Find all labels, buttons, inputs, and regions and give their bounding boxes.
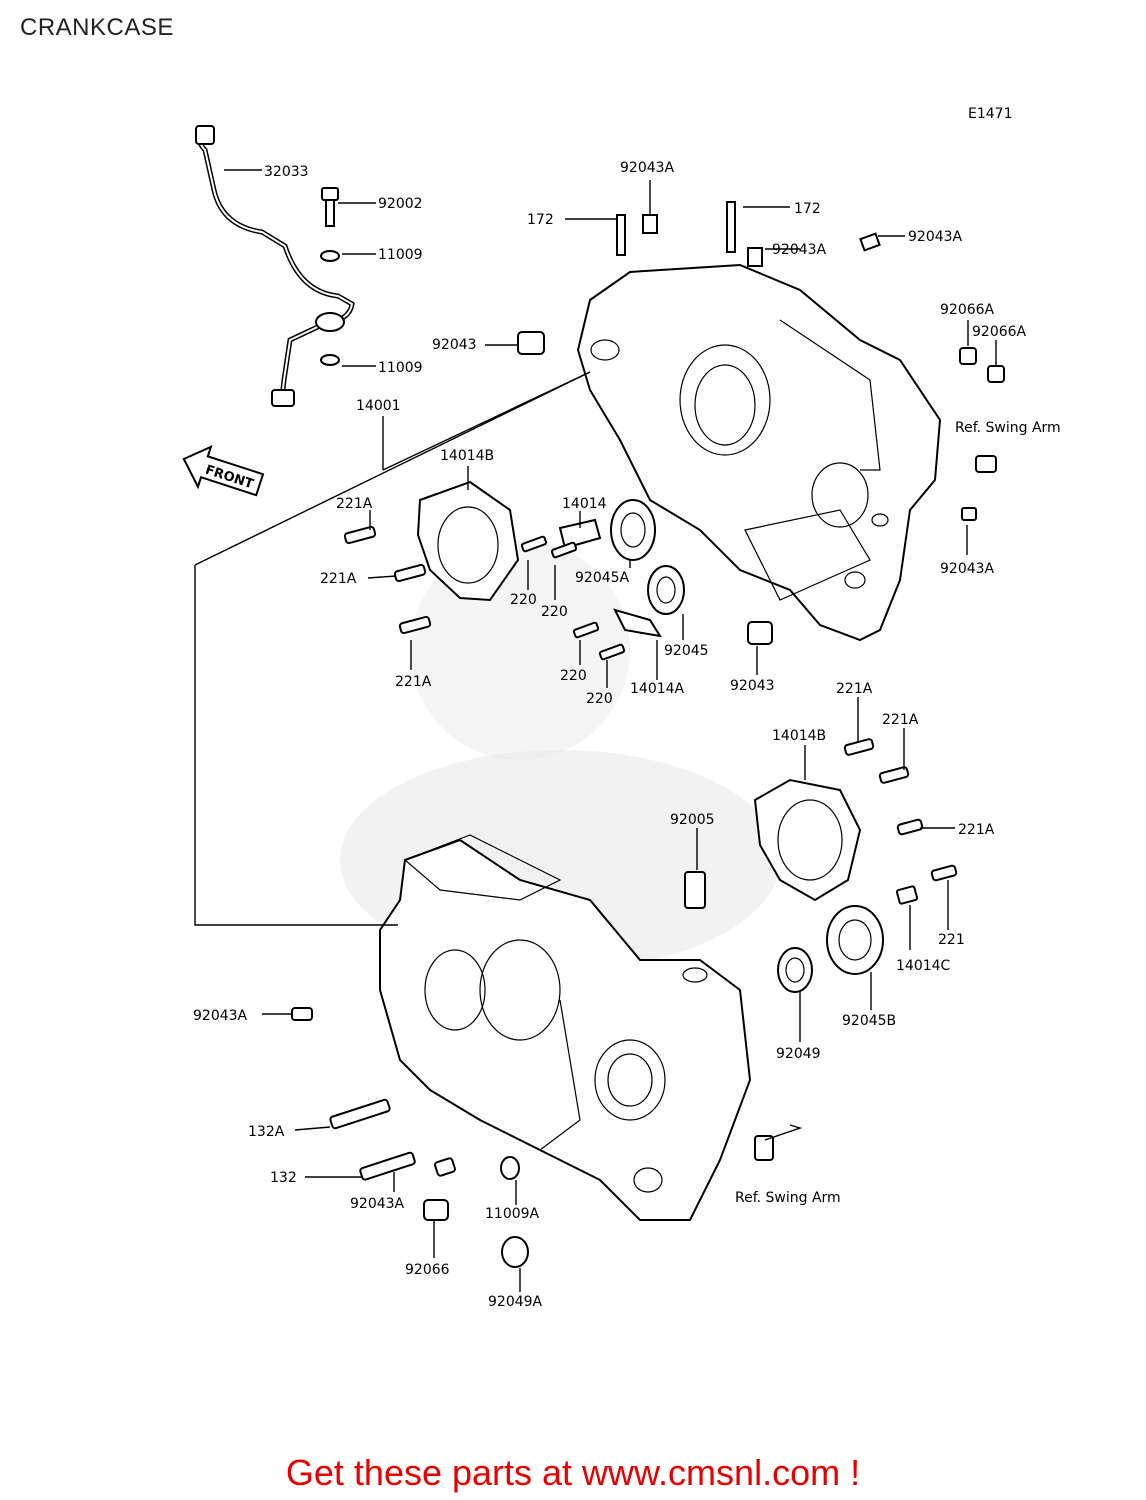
- callout-92066a-2: 92066A: [972, 324, 1027, 340]
- callout-14001: 14001: [356, 398, 401, 414]
- washer-part: [320, 250, 340, 262]
- callout-92049a: 92049A: [488, 1294, 543, 1310]
- callout-172-2: 172: [794, 201, 821, 217]
- footer-link-text[interactable]: Get these parts at www.cmsnl.com !: [285, 1452, 861, 1493]
- callout-11009a: 11009A: [485, 1206, 540, 1222]
- callout-92066: 92066: [405, 1262, 450, 1278]
- callout-220-1: 220: [510, 592, 537, 608]
- callout-132a: 132A: [248, 1124, 285, 1140]
- lower-crankcase-part: [379, 834, 752, 1221]
- callout-92045b: 92045B: [842, 1013, 896, 1029]
- banjo-bolt-part: [321, 187, 339, 227]
- bearing-part: [610, 499, 656, 561]
- callout-92043a-4: 92043A: [940, 561, 995, 577]
- oil-seal-part: [777, 947, 813, 993]
- callout-92049: 92049: [776, 1046, 821, 1062]
- oil-pipe-part: [195, 125, 355, 407]
- gasket-part: [753, 778, 862, 902]
- bearing-part: [826, 905, 884, 975]
- callout-14014b-lower: 14014B: [772, 728, 826, 744]
- diagram-code: E1471: [968, 106, 1012, 122]
- callout-92043-upper: 92043: [432, 337, 477, 353]
- callout-11009-lower: 11009: [378, 360, 423, 376]
- callout-14014c: 14014C: [896, 958, 951, 974]
- callout-ref-swing-arm-2: Ref. Swing Arm: [735, 1190, 841, 1206]
- callout-92045a: 92045A: [575, 570, 630, 586]
- callout-92043a-2: 92043A: [772, 242, 827, 258]
- callout-92043a-lower-2: 92043A: [350, 1196, 405, 1212]
- callout-172-1: 172: [527, 212, 554, 228]
- callout-32033: 32033: [264, 164, 309, 180]
- washer-part: [320, 354, 340, 366]
- callout-221: 221: [938, 932, 965, 948]
- front-arrow-icon: FRONT: [182, 444, 265, 497]
- callout-221a-5: 221A: [882, 712, 919, 728]
- callout-92045: 92045: [664, 643, 709, 659]
- callout-92043a-3: 92043A: [908, 229, 963, 245]
- small-hardware-parts: [291, 201, 1005, 1268]
- callout-92043a-lower: 92043A: [193, 1008, 248, 1024]
- callout-220-3: 220: [560, 668, 587, 684]
- callout-221a-4: 221A: [836, 681, 873, 697]
- plate-part: [558, 518, 602, 550]
- callout-14014: 14014: [562, 496, 607, 512]
- page-title: CRANKCASE: [20, 14, 174, 41]
- gasket-part: [416, 480, 520, 602]
- callout-14014a: 14014A: [630, 681, 685, 697]
- callout-221a-3: 221A: [395, 674, 432, 690]
- plate-part: [613, 608, 663, 638]
- callout-132: 132: [270, 1170, 297, 1186]
- callout-221a-1: 221A: [336, 496, 373, 512]
- callout-221a-2: 221A: [320, 571, 357, 587]
- callout-labels: 32033 92002 11009 11009 14001 14014B 221…: [193, 160, 1061, 1310]
- callout-220-2: 220: [541, 604, 568, 620]
- callout-92043-mid: 92043: [730, 678, 775, 694]
- callout-11009-upper: 11009: [378, 247, 423, 263]
- callout-14014b-upper: 14014B: [440, 448, 494, 464]
- callout-220-4: 220: [586, 691, 613, 707]
- callout-92002: 92002: [378, 196, 423, 212]
- upper-crankcase-part: [576, 263, 942, 642]
- callout-92043a-1: 92043A: [620, 160, 675, 176]
- callout-92005: 92005: [670, 812, 715, 828]
- callout-92066a-1: 92066A: [940, 302, 995, 318]
- leader-lines: [194, 169, 997, 1292]
- callout-221a-6: 221A: [958, 822, 995, 838]
- callout-ref-swing-arm-1: Ref. Swing Arm: [955, 420, 1061, 436]
- bearing-part: [647, 565, 685, 615]
